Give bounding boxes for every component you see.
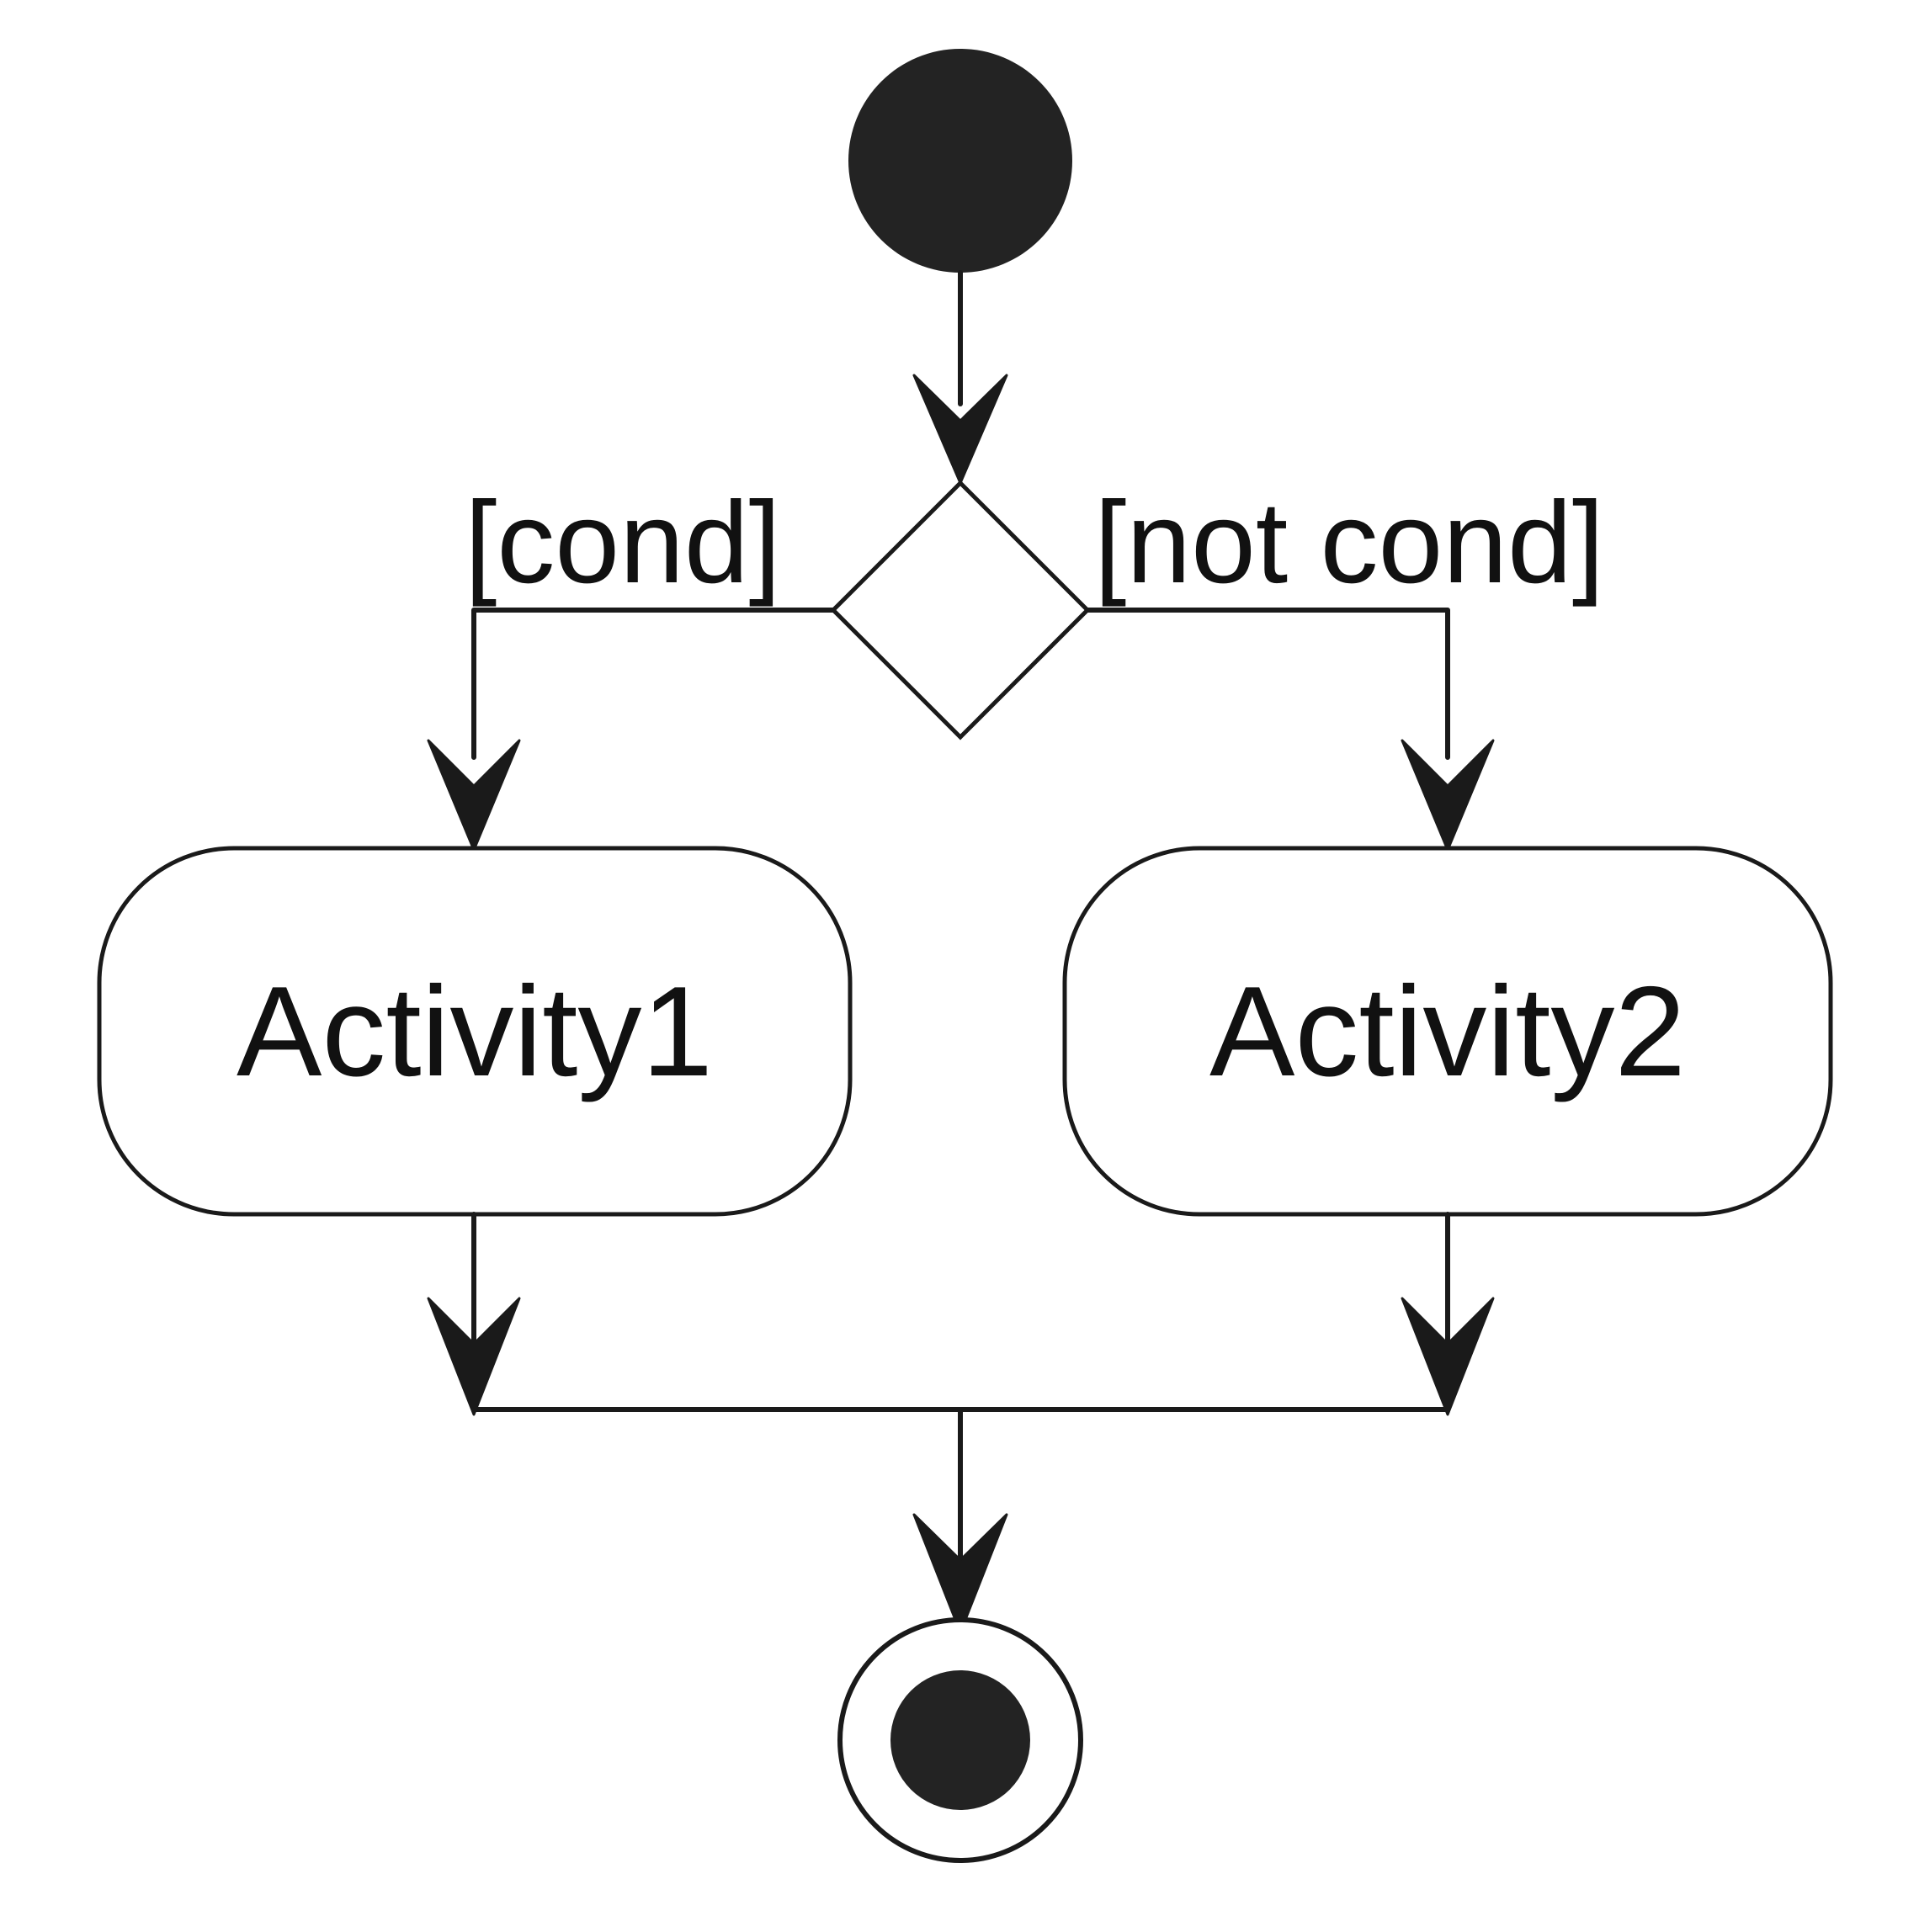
arrowhead-activity1-to-merge xyxy=(427,1297,521,1416)
guard-label-cond: [cond] xyxy=(465,478,781,608)
guard-label-not-cond: [not cond] xyxy=(1094,478,1604,608)
arrowhead-to-activity1 xyxy=(427,739,521,852)
decision-node xyxy=(830,480,1091,740)
edge-decision-to-activity2 xyxy=(1085,608,1450,760)
initial-node xyxy=(848,49,1072,273)
activity1-label: Activity1 xyxy=(237,960,713,1103)
arrowhead-merge-to-final xyxy=(912,1513,1008,1634)
arrowhead-activity2-to-merge xyxy=(1401,1297,1495,1416)
activity2-label: Activity2 xyxy=(1209,960,1686,1103)
arrowhead-initial-to-decision xyxy=(912,374,1008,485)
edge-decision-to-activity1 xyxy=(471,608,836,760)
arrowhead-to-activity2 xyxy=(1401,739,1495,852)
final-node-core xyxy=(890,1670,1030,1810)
